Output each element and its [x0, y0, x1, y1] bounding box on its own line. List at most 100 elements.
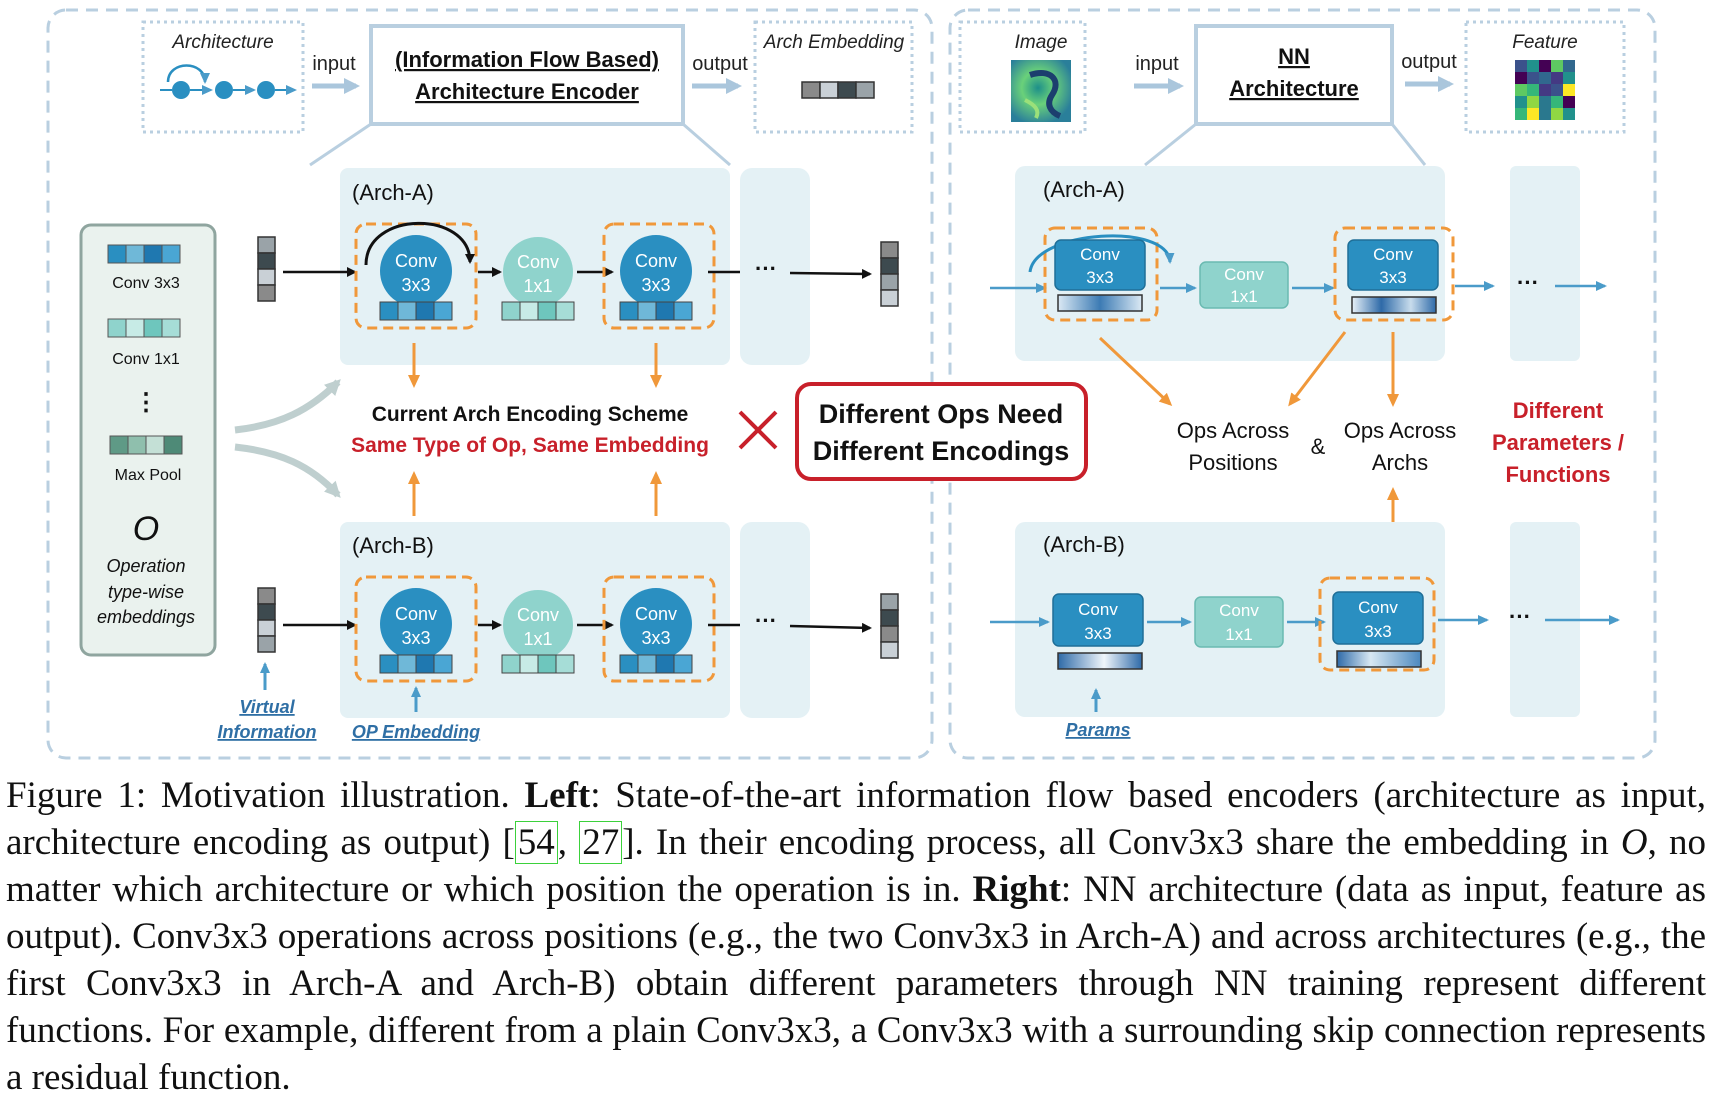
nn-line1: NN — [1278, 44, 1310, 69]
left-arch-a-label: (Arch-A) — [352, 180, 434, 205]
op-label: 3x3 — [641, 628, 670, 648]
architecture-box — [141, 20, 305, 134]
params-label: Params — [1065, 720, 1130, 740]
encoder-line2: Architecture Encoder — [415, 79, 639, 104]
left-arch-a-output-vector — [880, 241, 899, 307]
op-embedding-vector — [619, 654, 693, 674]
op-embedding-vector — [379, 654, 453, 674]
image-label: Image — [1015, 32, 1068, 53]
left-output-label: output — [692, 53, 748, 75]
caption-text: : NN architecture (data as input, featur… — [6, 869, 1707, 1098]
op-embedding-vector — [379, 301, 453, 321]
legend-arrow-up — [234, 379, 341, 434]
ellipsis: ··· — [1509, 604, 1531, 629]
caption-sep: , — [557, 822, 580, 863]
citation-link[interactable]: 54 — [514, 821, 558, 864]
right-funnel-line — [1144, 122, 1197, 167]
conv3x3-block — [1347, 239, 1439, 291]
legend-maxpool-label: Max Pool — [115, 467, 182, 484]
op-label: Conv — [1078, 600, 1118, 619]
cross-icon — [738, 410, 778, 450]
arch-embedding-label: Arch Embedding — [763, 32, 905, 53]
op-embedding-vector — [501, 301, 575, 321]
conv3x3-node — [620, 235, 692, 307]
key-insight-box — [795, 382, 1088, 481]
op-label: 3x3 — [401, 275, 430, 295]
right-arch-b-label: (Arch-B) — [1043, 532, 1125, 557]
key-insight-line1: Different Ops Need — [819, 399, 1064, 429]
conv1x1-embedding-icon — [107, 318, 181, 338]
orange-arrow-diagonal — [1288, 331, 1347, 407]
virtual-info-line1: Virtual — [239, 697, 295, 717]
param-bar — [1336, 650, 1422, 668]
conv1x1-node — [503, 237, 573, 307]
right-input-label: input — [1135, 53, 1179, 75]
encoder-line1: (Information Flow Based) — [395, 47, 659, 72]
conv1x1-block — [1199, 261, 1289, 309]
op-label: 1x1 — [1230, 287, 1257, 306]
op-label: Conv — [517, 252, 559, 272]
scheme-subtitle: Same Type of Op, Same Embedding — [351, 434, 709, 457]
ampersand: & — [1311, 434, 1326, 459]
left-input-label: input — [312, 53, 356, 75]
left-funnel-line — [309, 122, 372, 167]
figure-caption: Figure 1: Motivation illustration. Left:… — [6, 772, 1706, 1101]
ops-archs-line1: Ops Across — [1344, 418, 1456, 443]
legend-o-symbol: O — [133, 510, 159, 548]
left-arch-b-continuation — [740, 522, 810, 718]
op-label: Conv — [395, 251, 437, 271]
left-panel-border — [46, 8, 934, 760]
op-highlight-box — [1318, 576, 1436, 672]
left-arch-b-label: (Arch-B) — [352, 533, 434, 558]
caption-o-symbol: O — [1620, 822, 1648, 863]
op-highlight-box — [354, 575, 478, 683]
op-embedding-label: OP Embedding — [352, 722, 480, 742]
scheme-title: Current Arch Encoding Scheme — [372, 403, 689, 426]
left-arch-a-input-vector — [257, 236, 276, 302]
flow-arrow — [789, 622, 872, 633]
left-arch-b-input-vector — [257, 587, 276, 653]
maxpool-embedding-icon — [109, 435, 183, 455]
left-arch-a-continuation — [740, 168, 810, 365]
encoder-box — [369, 24, 685, 126]
citation-link[interactable]: 27 — [579, 821, 623, 864]
image-box — [958, 20, 1087, 134]
caption-text: : State-of-the-art information flow base… — [6, 775, 1706, 863]
op-label: Conv — [1219, 601, 1259, 620]
legend-desc-line: Operation — [106, 556, 185, 576]
conv3x3-node — [380, 235, 452, 307]
right-funnel-line — [1390, 123, 1427, 166]
param-bar — [1057, 652, 1143, 670]
skip-connection-arrow — [1028, 234, 1175, 273]
diff-params-line2: Parameters / — [1492, 430, 1624, 455]
legend-conv3x3-label: Conv 3x3 — [112, 275, 180, 292]
op-label: 3x3 — [641, 275, 670, 295]
conv3x3-node — [620, 588, 692, 660]
conv3x3-embedding-icon — [107, 244, 181, 264]
conv1x1-node — [503, 590, 573, 660]
legend-desc-line: embeddings — [97, 607, 195, 627]
op-label: Conv — [517, 605, 559, 625]
legend-conv1x1-label: Conv 1x1 — [112, 351, 180, 368]
ellipsis: ··· — [755, 608, 777, 633]
caption-text: , no matter which architecture or which … — [6, 822, 1706, 910]
ellipsis: ··· — [755, 256, 777, 281]
op-label: Conv — [1224, 265, 1264, 284]
ops-positions-line2: Positions — [1188, 450, 1277, 475]
op-label: Conv — [1080, 245, 1120, 264]
conv1x1-block — [1194, 596, 1284, 648]
right-arch-a-continuation — [1510, 166, 1580, 361]
feature-label: Feature — [1512, 32, 1577, 53]
ops-archs-line2: Archs — [1372, 450, 1428, 475]
left-funnel-line — [682, 122, 731, 167]
skip-connection-arrow — [364, 221, 475, 266]
op-label: 3x3 — [1379, 268, 1406, 287]
legend-arrow-down — [234, 443, 341, 498]
op-label: 3x3 — [1084, 624, 1111, 643]
op-label: Conv — [635, 604, 677, 624]
conv3x3-block — [1052, 593, 1144, 647]
op-label: 3x3 — [401, 628, 430, 648]
diff-params-line3: Functions — [1505, 462, 1610, 487]
op-label: 3x3 — [1364, 622, 1391, 641]
caption-prefix: Figure 1: Motivation illustration. — [6, 775, 525, 816]
